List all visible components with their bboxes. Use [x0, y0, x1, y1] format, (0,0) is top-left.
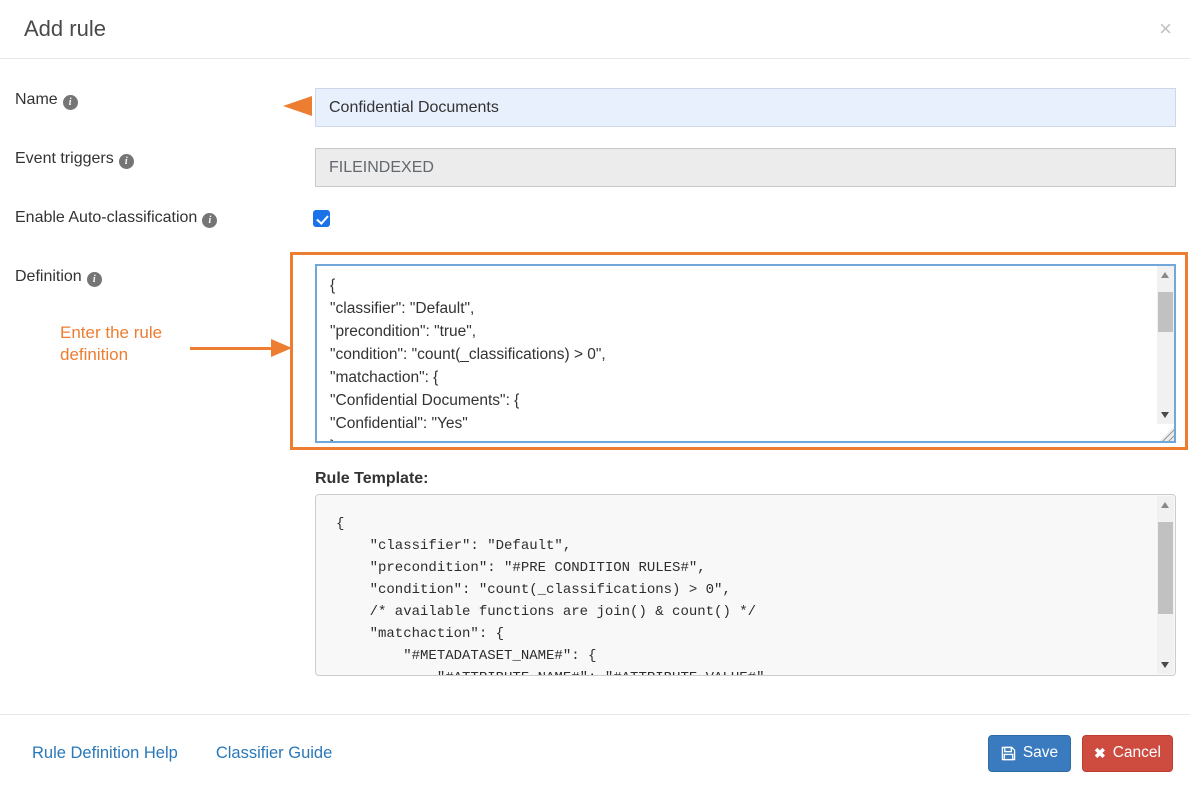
- rule-template-label: Rule Template:: [315, 470, 429, 487]
- info-icon[interactable]: i: [118, 154, 134, 169]
- cancel-button[interactable]: ✖ Cancel: [1082, 734, 1173, 772]
- resize-grip-icon[interactable]: [1159, 426, 1174, 441]
- event-triggers-input: [315, 148, 1176, 187]
- dialog-title: Add rule: [24, 16, 106, 41]
- definition-annotation-text: Enter the rule definition: [60, 323, 163, 364]
- dialog-footer: Rule Definition Help Classifier Guide Sa…: [0, 714, 1190, 791]
- name-annotation-arrow-icon: [283, 96, 312, 116]
- classifier-guide-link[interactable]: Classifier Guide: [215, 743, 333, 762]
- scrollbar-thumb[interactable]: [1158, 522, 1173, 614]
- cancel-x-icon: ✖: [1094, 744, 1106, 761]
- info-icon[interactable]: i: [202, 213, 218, 228]
- save-button-label: Save: [1022, 744, 1059, 761]
- definition-scrollbar[interactable]: [1157, 266, 1174, 424]
- scroll-down-icon[interactable]: [1157, 657, 1174, 674]
- rule-template-scrollbar[interactable]: [1157, 496, 1174, 674]
- close-icon[interactable]: ×: [1159, 16, 1172, 41]
- definition-textarea[interactable]: { "classifier": "Default", "precondition…: [315, 264, 1176, 443]
- scroll-up-icon[interactable]: [1157, 496, 1174, 513]
- scroll-down-icon[interactable]: [1157, 407, 1174, 424]
- definition-annotation-arrow-icon: [190, 347, 274, 350]
- scroll-up-icon[interactable]: [1157, 266, 1174, 283]
- rule-definition-help-link[interactable]: Rule Definition Help: [32, 743, 178, 762]
- save-button[interactable]: Save: [988, 734, 1071, 772]
- auto-classification-checkbox[interactable]: [313, 210, 330, 227]
- rule-template-text: { "classifier": "Default", "precondition…: [336, 516, 764, 675]
- definition-annotation-arrowhead-icon: [271, 339, 292, 357]
- footer-links: Rule Definition Help Classifier Guide: [0, 744, 332, 763]
- save-icon: [1001, 746, 1016, 760]
- name-input[interactable]: [315, 88, 1176, 127]
- definition-text: { "classifier": "Default", "precondition…: [330, 277, 606, 441]
- info-icon[interactable]: i: [86, 272, 102, 287]
- dialog-header: Add rule ×: [0, 0, 1190, 59]
- info-icon[interactable]: i: [62, 95, 78, 110]
- scrollbar-thumb[interactable]: [1158, 292, 1173, 332]
- cancel-button-label: Cancel: [1112, 744, 1161, 761]
- rule-template-box: { "classifier": "Default", "precondition…: [315, 494, 1176, 676]
